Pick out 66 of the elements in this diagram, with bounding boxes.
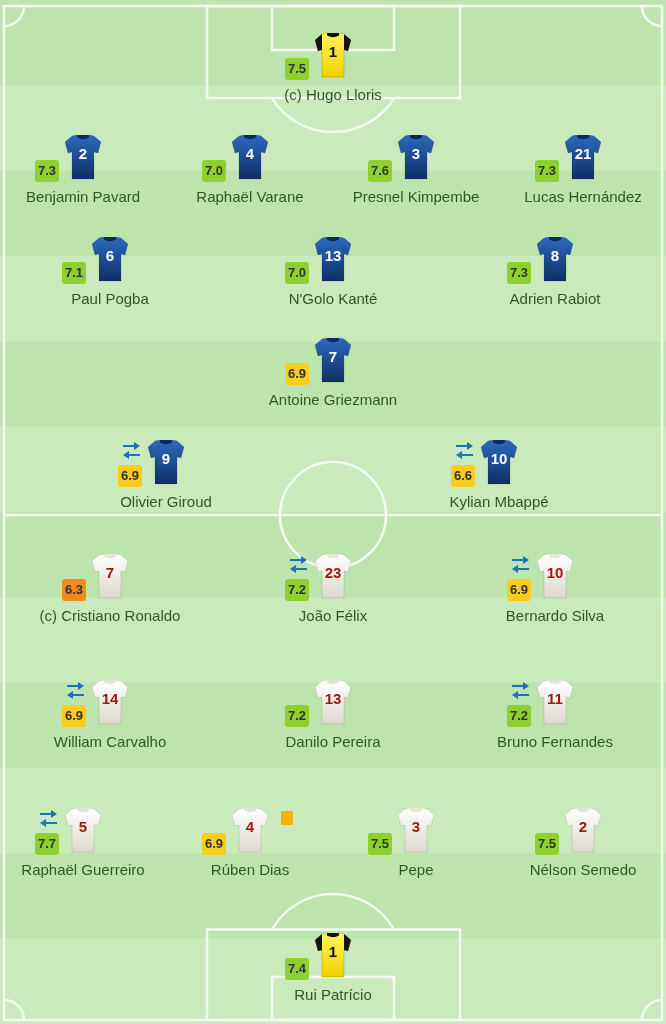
player-name: Lucas Hernández: [524, 188, 642, 206]
player-name: Adrien Rabiot: [509, 290, 601, 308]
jersey-number: 10: [546, 564, 564, 581]
player-name: Benjamin Pavard: [25, 188, 141, 206]
player-name: Bruno Fernandes: [497, 733, 613, 751]
rating-badge: 7.3: [35, 160, 59, 182]
rating-badge: 7.6: [368, 160, 392, 182]
jersey-number: 4: [245, 145, 255, 162]
jersey-number: 13: [324, 247, 342, 264]
rating-badge: 7.5: [368, 833, 392, 855]
player-name: Kylian Mbappé: [449, 493, 549, 511]
jersey-number: 14: [101, 690, 119, 707]
jersey-number: 8: [550, 247, 560, 264]
player-name: Nélson Semedo: [529, 861, 637, 879]
jersey-number: 13: [324, 690, 342, 707]
jersey-number: 11: [547, 690, 563, 707]
player-name: Antoine Griezmann: [268, 391, 398, 409]
jersey-number: 2: [78, 145, 88, 162]
rating-badge: 7.4: [285, 958, 309, 980]
rating-badge: 7.2: [507, 705, 531, 727]
jersey-number: 10: [490, 450, 508, 467]
jersey-number: 9: [161, 450, 171, 467]
rating-badge: 7.0: [285, 262, 309, 284]
rating-badge: 6.9: [202, 833, 226, 855]
jersey-number: 5: [78, 818, 88, 835]
player-name: João Félix: [298, 607, 368, 625]
player-name: Bernardo Silva: [505, 607, 605, 625]
player-name: Rúben Dias: [210, 861, 290, 879]
jersey-number: 6: [105, 247, 115, 264]
rating-badge: 7.7: [35, 833, 59, 855]
player-name: N'Golo Kanté: [288, 290, 378, 308]
rating-badge: 6.9: [118, 465, 142, 487]
rating-badge: 7.3: [535, 160, 559, 182]
jersey-number: 7: [105, 564, 115, 581]
rating-badge: 7.2: [285, 579, 309, 601]
jersey-number: 2: [578, 818, 588, 835]
rating-badge: 7.2: [285, 705, 309, 727]
player-name: Raphaël Guerreiro: [21, 861, 145, 879]
player-name: (c) Hugo Lloris: [284, 86, 382, 104]
player-name: Rui Patrício: [294, 986, 372, 1004]
jersey-number: 23: [324, 564, 342, 581]
jersey-number: 3: [411, 818, 421, 835]
rating-badge: 6.9: [507, 579, 531, 601]
rating-badge: 7.5: [285, 58, 309, 80]
jersey-number: 1: [328, 943, 338, 960]
player-name: Pepe: [398, 861, 434, 879]
jersey-number: 3: [411, 145, 421, 162]
jersey-number: 7: [328, 348, 338, 365]
player-name: Raphaël Varane: [196, 188, 304, 206]
rating-badge: 6.6: [451, 465, 475, 487]
rating-badge: 6.9: [62, 705, 86, 727]
player-name: Danilo Pereira: [285, 733, 381, 751]
jersey-number: 4: [245, 818, 255, 835]
rating-badge: 7.3: [507, 262, 531, 284]
player-name: Presnel Kimpembe: [352, 188, 480, 206]
player-name: William Carvalho: [53, 733, 167, 751]
rating-badge: 6.3: [62, 579, 86, 601]
player-name: Paul Pogba: [71, 290, 149, 308]
jersey-number: 1: [328, 43, 338, 60]
player-name: Olivier Giroud: [120, 493, 212, 511]
rating-badge: 7.1: [62, 262, 86, 284]
jersey-number: 21: [574, 145, 592, 162]
player-name: (c) Cristiano Ronaldo: [39, 607, 181, 625]
rating-badge: 7.0: [202, 160, 226, 182]
rating-badge: 7.5: [535, 833, 559, 855]
rating-badge: 6.9: [285, 363, 309, 385]
